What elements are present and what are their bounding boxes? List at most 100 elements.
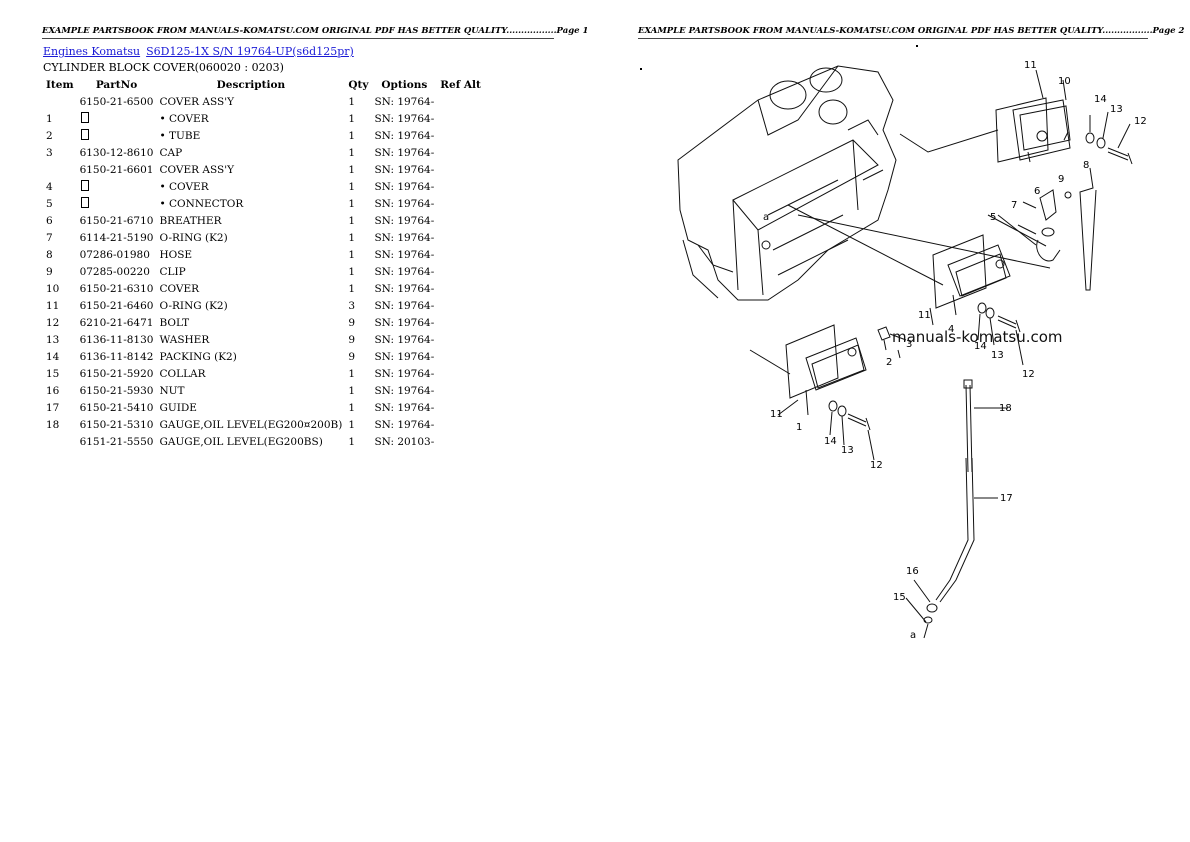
callout-16: 16 bbox=[906, 566, 919, 577]
cell-ref-alt bbox=[437, 161, 484, 178]
cell-item: 13 bbox=[43, 331, 77, 348]
cell-options-text: SN: 19764- bbox=[374, 316, 435, 329]
cell-item-text: 7 bbox=[46, 231, 53, 244]
cell-ref-alt bbox=[437, 144, 484, 161]
upper-cover-group bbox=[995, 69, 1071, 163]
cell-qty: 1 bbox=[345, 161, 371, 178]
cell-description: NUT bbox=[156, 382, 345, 399]
cell-item: 11 bbox=[43, 297, 77, 314]
section-title: CYLINDER BLOCK COVER(060020 : 0203) bbox=[43, 61, 284, 74]
callout-4: 4 bbox=[948, 324, 954, 335]
cell-partno: 6150-21-6710 bbox=[77, 212, 157, 229]
missing-partno-box-icon bbox=[80, 129, 89, 140]
cell-qty: 1 bbox=[345, 399, 371, 416]
breadcrumb-engines-link[interactable]: Engines Komatsu bbox=[43, 45, 141, 58]
cell-item-text: 18 bbox=[46, 418, 60, 431]
cell-partno-text: 6150-21-5920 bbox=[79, 367, 154, 380]
callout-15: 15 bbox=[893, 592, 906, 603]
cell-item-text: 8 bbox=[46, 248, 53, 261]
cell-qty-text: 1 bbox=[348, 163, 356, 176]
cell-qty: 3 bbox=[345, 297, 371, 314]
cell-qty: 1 bbox=[345, 416, 371, 433]
cell-qty: 9 bbox=[345, 331, 371, 348]
cell-description-text: COVER bbox=[159, 282, 200, 295]
cell-options-text: SN: 19764- bbox=[374, 231, 435, 244]
callout-14-mid: 14 bbox=[974, 341, 987, 352]
cell-partno: 07285-00220 bbox=[77, 263, 157, 280]
cell-partno: 6150-21-5930 bbox=[77, 382, 157, 399]
callout-13-mid: 13 bbox=[991, 350, 1004, 361]
cell-qty-text: 1 bbox=[348, 418, 356, 431]
cell-partno-text: 6150-21-6460 bbox=[79, 299, 154, 312]
cell-options-text: SN: 19764- bbox=[374, 180, 435, 193]
cell-item: 8 bbox=[43, 246, 77, 263]
cell-item-text: 6 bbox=[46, 214, 53, 227]
cell-description-text: HOSE bbox=[159, 248, 193, 261]
callout-3: 3 bbox=[906, 339, 912, 350]
callout-6: 6 bbox=[1034, 186, 1040, 197]
cell-item-text: 4 bbox=[46, 180, 53, 193]
cell-qty-text: 9 bbox=[348, 350, 356, 363]
cell-partno: 6114-21-5190 bbox=[77, 229, 157, 246]
callout-7: 7 bbox=[1011, 200, 1017, 211]
cell-item bbox=[43, 161, 77, 178]
page-header-left: EXAMPLE PARTSBOOK FROM MANUALS-KOMATSU.C… bbox=[42, 26, 589, 36]
cell-partno bbox=[77, 127, 157, 144]
cell-ref-alt bbox=[437, 178, 484, 195]
cell-item: 2 bbox=[43, 127, 77, 144]
cell-qty-text: 1 bbox=[348, 265, 356, 278]
cell-partno: 6150-21-6601 bbox=[77, 161, 157, 178]
breadcrumb-model-link[interactable]: S6D125-1X S/N 19764-UP(s6d125pr) bbox=[146, 45, 354, 58]
callout-1: 1 bbox=[796, 422, 802, 433]
cell-options-text: SN: 19764- bbox=[374, 95, 435, 108]
cell-item: 1 bbox=[43, 110, 77, 127]
cell-options: SN: 19764- bbox=[371, 246, 437, 263]
cell-partno-text: 6114-21-5190 bbox=[79, 231, 154, 244]
cell-partno: 6150-21-6460 bbox=[77, 297, 157, 314]
cell-description: O-RING (K2) bbox=[156, 229, 345, 246]
cell-ref-alt bbox=[437, 348, 484, 365]
parts-table: Item PartNo Description Qty Options Ref … bbox=[43, 76, 484, 450]
cell-description-text: GAUGE,OIL LEVEL(EG200BS) bbox=[159, 435, 323, 448]
cell-description: GAUGE,OIL LEVEL(EG200¤200B) bbox=[156, 416, 345, 433]
cell-options: SN: 19764- bbox=[371, 229, 437, 246]
cell-qty: 1 bbox=[345, 127, 371, 144]
cell-options-text: SN: 19764- bbox=[374, 248, 435, 261]
cell-ref-alt bbox=[437, 416, 484, 433]
cell-partno-text: 6150-21-5930 bbox=[79, 384, 154, 397]
cell-qty-text: 1 bbox=[348, 435, 356, 448]
cell-item: 4 bbox=[43, 178, 77, 195]
cell-options: SN: 19764- bbox=[371, 331, 437, 348]
cell-qty-text: 9 bbox=[348, 316, 356, 329]
cell-partno-text: 6130-12-8610 bbox=[79, 146, 154, 159]
cell-description: WASHER bbox=[156, 331, 345, 348]
cell-qty-text: 1 bbox=[348, 214, 356, 227]
cell-partno bbox=[77, 110, 157, 127]
cell-item-text: 14 bbox=[46, 350, 60, 363]
cell-qty: 9 bbox=[345, 314, 371, 331]
callout-14-low: 14 bbox=[824, 436, 837, 447]
cell-options: SN: 19764- bbox=[371, 399, 437, 416]
callout-a-block: a bbox=[763, 212, 769, 223]
upper-bolt-set bbox=[1085, 111, 1133, 165]
cell-item-text: 2 bbox=[46, 129, 53, 142]
cell-item-text: 3 bbox=[46, 146, 53, 159]
cell-ref-alt bbox=[437, 280, 484, 297]
cell-item: 14 bbox=[43, 348, 77, 365]
speck bbox=[640, 68, 642, 70]
cell-options: SN: 19764- bbox=[371, 365, 437, 382]
watermark-text: manuals-komatsu.com bbox=[892, 328, 1063, 346]
callout-14-top: 14 bbox=[1094, 94, 1107, 105]
cell-partno: 6210-21-6471 bbox=[77, 314, 157, 331]
cell-options-text: SN: 19764- bbox=[374, 197, 435, 210]
cell-options: SN: 20103- bbox=[371, 433, 437, 450]
cell-partno-text: 07286-01980 bbox=[79, 248, 150, 261]
col-header-description: Description bbox=[216, 78, 286, 91]
callout-13-top: 13 bbox=[1110, 104, 1123, 115]
cell-description-text: COVER ASS'Y bbox=[159, 163, 235, 176]
